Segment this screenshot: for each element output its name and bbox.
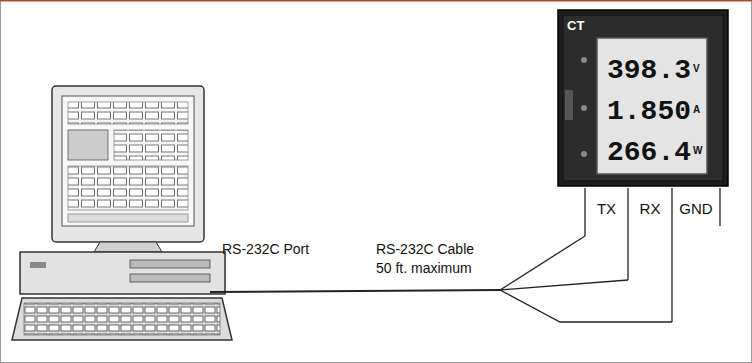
signal-name: RX — [629, 199, 671, 219]
brand-label: CT — [567, 17, 584, 35]
power-meter-illustration — [558, 10, 728, 186]
port-label: RS-232C Port — [222, 240, 309, 259]
rs232-wiring — [210, 188, 720, 322]
computer-illustration — [12, 86, 232, 340]
display-reading: 398.3 — [603, 52, 691, 90]
display-reading: 1.850 — [603, 93, 691, 131]
frame-top — [0, 0, 752, 2]
unit-label: W — [693, 144, 705, 158]
unit-label: A — [693, 103, 705, 117]
unit-label: V — [693, 62, 705, 76]
signal-name: TX — [586, 199, 627, 219]
display-reading: 266.4 — [603, 134, 691, 172]
signal-name: GND — [673, 199, 719, 219]
cable-label: RS-232C Cable 50 ft. maximum — [376, 240, 484, 278]
